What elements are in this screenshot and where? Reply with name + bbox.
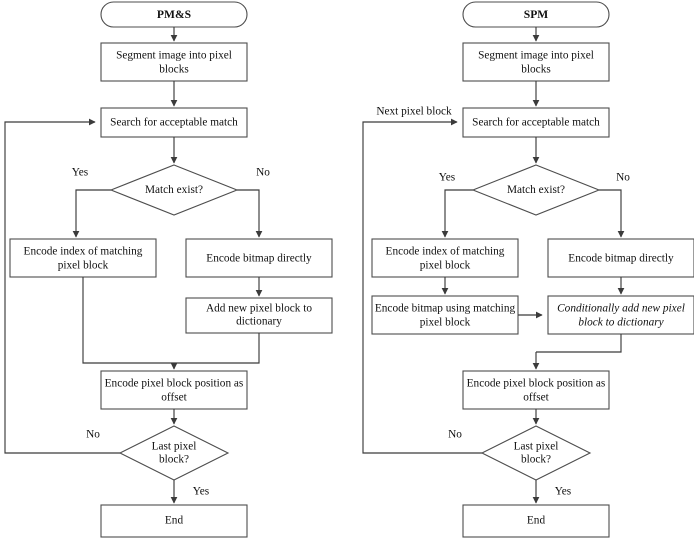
right-edge-match-yes (441, 189, 473, 238)
right-encode-bitmap-label: Encode bitmap directly (568, 253, 674, 265)
left-add-dict-label-line1: Add new pixel block to (206, 303, 312, 315)
right-encode-offset-label-line1: Encode pixel block position as (467, 378, 606, 390)
right-node-last-block-decision[interactable]: Last pixel block? (480, 425, 592, 481)
left-match-label: Match exist? (145, 184, 203, 196)
left-node-search[interactable]: Search for acceptable match (100, 107, 248, 138)
right-match-label: Match exist? (507, 184, 565, 196)
right-encode-index-label-line1: Encode index of matching (386, 246, 505, 258)
left-node-end[interactable]: End (100, 504, 248, 538)
right-node-encode-index[interactable]: Encode index of matching pixel block (371, 238, 519, 278)
left-edge-dict-merge (174, 333, 260, 364)
left-node-last-block-decision[interactable]: Last pixel block? (118, 425, 230, 481)
right-end-label: End (527, 515, 546, 527)
left-last-block-label-line1: Last pixel (152, 441, 197, 453)
right-node-start[interactable]: SPM (462, 1, 610, 28)
left-label-last-no: No (86, 429, 100, 441)
left-edge-last-no-loop (4, 118, 120, 454)
right-search-label: Search for acceptable match (472, 117, 600, 129)
right-last-block-label-line1: Last pixel (514, 441, 559, 453)
right-label-match-yes: Yes (439, 172, 455, 184)
left-segment-label-line1: Segment image into pixel (116, 50, 232, 62)
right-segment-label-line2: blocks (521, 64, 551, 76)
left-label-match-no: No (256, 167, 270, 179)
right-node-encode-bitmap-using[interactable]: Encode bitmap using matching pixel block (371, 295, 519, 335)
right-encode-bmp-using-label-line1: Encode bitmap using matching (375, 303, 516, 315)
left-node-add-dictionary[interactable]: Add new pixel block to dictionary (185, 297, 333, 334)
left-label-last-yes: Yes (193, 486, 209, 498)
right-cond-add-label-line2: block to dictionary (578, 317, 664, 329)
right-node-encode-bitmap[interactable]: Encode bitmap directly (547, 238, 694, 278)
left-node-encode-index[interactable]: Encode index of matching pixel block (9, 238, 157, 278)
right-label-match-no: No (616, 172, 630, 184)
left-last-block-label-line2: block? (159, 454, 189, 466)
right-encode-index-label-line2: pixel block (420, 260, 471, 272)
left-segment-label-line2: blocks (159, 64, 189, 76)
right-node-conditionally-add-dictionary[interactable]: Conditionally add new pixel block to dic… (547, 295, 694, 335)
right-node-end[interactable]: End (462, 504, 610, 538)
right-node-search[interactable]: Search for acceptable match (462, 107, 610, 138)
left-edge-index-merge (82, 277, 174, 364)
right-last-block-label-line2: block? (521, 454, 551, 466)
left-node-match-decision[interactable]: Match exist? (109, 164, 239, 216)
right-label-last-no: No (448, 429, 462, 441)
right-flow-spm: SPM Segment image into pixel blocks Sear… (362, 1, 694, 538)
right-encode-bmp-using-label-line2: pixel block (420, 317, 471, 329)
left-start-label: PM&S (157, 8, 191, 21)
left-encode-index-label-line2: pixel block (58, 260, 109, 272)
left-add-dict-label-line2: dictionary (236, 316, 282, 328)
left-node-segment[interactable]: Segment image into pixel blocks (100, 42, 248, 82)
right-start-label: SPM (524, 8, 549, 21)
left-edge-match-yes (72, 189, 111, 238)
left-encode-offset-label-line1: Encode pixel block position as (105, 378, 244, 390)
left-encode-index-label-line1: Encode index of matching (24, 246, 143, 258)
right-cond-add-label-line1: Conditionally add new pixel (557, 303, 685, 315)
left-label-match-yes: Yes (72, 167, 88, 179)
left-flow-pms: PM&S Segment image into pixel blocks Sea… (4, 1, 333, 538)
right-edge-match-no (599, 189, 625, 238)
right-node-segment[interactable]: Segment image into pixel blocks (462, 42, 610, 82)
right-node-match-decision[interactable]: Match exist? (471, 164, 601, 216)
right-label-next-pixel-block: Next pixel block (376, 106, 452, 118)
right-label-last-yes: Yes (555, 486, 571, 498)
left-node-start[interactable]: PM&S (100, 1, 248, 28)
left-encode-offset-label-line2: offset (161, 392, 187, 404)
right-node-encode-offset[interactable]: Encode pixel block position as offset (462, 370, 610, 410)
left-encode-bitmap-label: Encode bitmap directly (206, 253, 312, 265)
right-edge-last-no-loop (362, 118, 482, 454)
left-node-encode-offset[interactable]: Encode pixel block position as offset (100, 370, 248, 410)
right-edge-conddict-merge (536, 334, 622, 353)
left-node-encode-bitmap[interactable]: Encode bitmap directly (185, 238, 333, 278)
left-search-label: Search for acceptable match (110, 117, 238, 129)
right-encode-offset-label-line2: offset (523, 392, 549, 404)
left-end-label: End (165, 515, 184, 527)
right-segment-label-line1: Segment image into pixel (478, 50, 594, 62)
left-edge-match-no (237, 189, 263, 238)
